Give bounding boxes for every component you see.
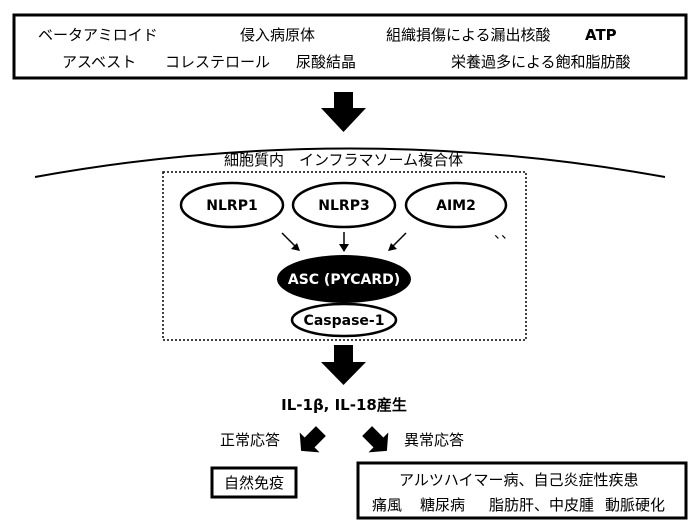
sensor-nlrp1-label: NLRP1: [206, 198, 257, 214]
diseases-line1: アルツハイマー病、自己炎症性疾患: [399, 471, 639, 489]
innate-immunity-box: [210, 466, 298, 499]
down-arrow-icon: [321, 92, 366, 132]
trigger-asbestos: アスベスト: [62, 53, 136, 71]
trigger-beta-amyloid: ベータアミロイド: [38, 26, 158, 44]
cytokine-production: IL-1β, IL-18産生: [281, 396, 407, 414]
disease-diabetes: 糖尿病: [420, 496, 465, 514]
sensor-aim2-label: AIM2: [436, 198, 476, 214]
trigger-saturated-fatty-acid: 栄養過多による飽和脂肪酸: [451, 53, 631, 71]
cell-membrane-arc: [34, 147, 666, 178]
down-arrow-icon: [321, 345, 366, 385]
sensor-nlrp3-label: NLRP3: [318, 198, 369, 214]
abnormal-response-label: 異常応答: [404, 431, 464, 449]
disease-atherosclerosis: 動脈硬化: [605, 496, 665, 514]
sensor-nlrp1: [179, 181, 285, 229]
normal-response-label: 正常応答: [220, 431, 280, 449]
arrow-down-right-icon: [362, 426, 389, 453]
trigger-uric-acid: 尿酸結晶: [296, 53, 356, 71]
sensor-ellipsis: 、、: [494, 226, 515, 242]
disease-fatty-liver-mesothelioma: 脂肪肝、中皮腫: [489, 496, 594, 514]
innate-immunity-label: 自然免疫: [224, 474, 284, 492]
arrow-nlrp3-asc-icon: [339, 244, 349, 252]
caspase-node: [290, 302, 398, 338]
sensor-aim2: [404, 181, 508, 229]
inflammasome-title: 細胞質内 インフラマソーム複合体: [224, 151, 463, 169]
diseases-box: [356, 461, 688, 520]
trigger-cholesterol: コレステロール: [165, 53, 270, 71]
inflammasome-box: [162, 171, 527, 341]
sensor-nlrp3: [291, 181, 397, 229]
caspase-label: Caspase-1: [304, 313, 385, 329]
trigger-atp: ATP: [585, 26, 617, 44]
arrow-nlrp1-asc-icon: [291, 243, 300, 251]
arrow-down-left-icon: [299, 426, 326, 453]
asc-label: ASC (PYCARD): [288, 272, 400, 288]
triggers-box: [12, 13, 688, 80]
arrow-aim2-asc-icon: [388, 243, 397, 251]
trigger-leaked-nucleic-acid: 組織損傷による漏出核酸: [386, 26, 551, 44]
trigger-pathogens: 侵入病原体: [240, 26, 315, 44]
asc-node: [277, 255, 411, 303]
disease-gout: 痛風: [372, 496, 402, 514]
